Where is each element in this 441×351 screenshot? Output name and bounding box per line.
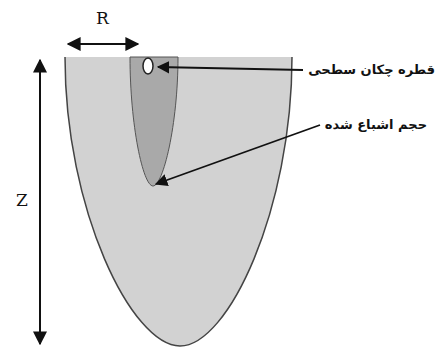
saturated-volume <box>130 57 178 186</box>
callout-label: قطره چکان سطحی <box>308 62 435 78</box>
wetted-bulb <box>65 57 292 346</box>
radius-dimension <box>68 43 138 45</box>
depth-dimension <box>39 60 41 344</box>
dripper-drop <box>143 58 153 74</box>
dimension-label: R <box>96 8 109 28</box>
leader-line <box>158 67 303 70</box>
leader-line <box>156 125 320 184</box>
callout-label: حجم اشباع شده <box>325 117 427 133</box>
dimension-label: Z <box>16 190 28 210</box>
wetted-bulb-outline <box>65 57 292 346</box>
